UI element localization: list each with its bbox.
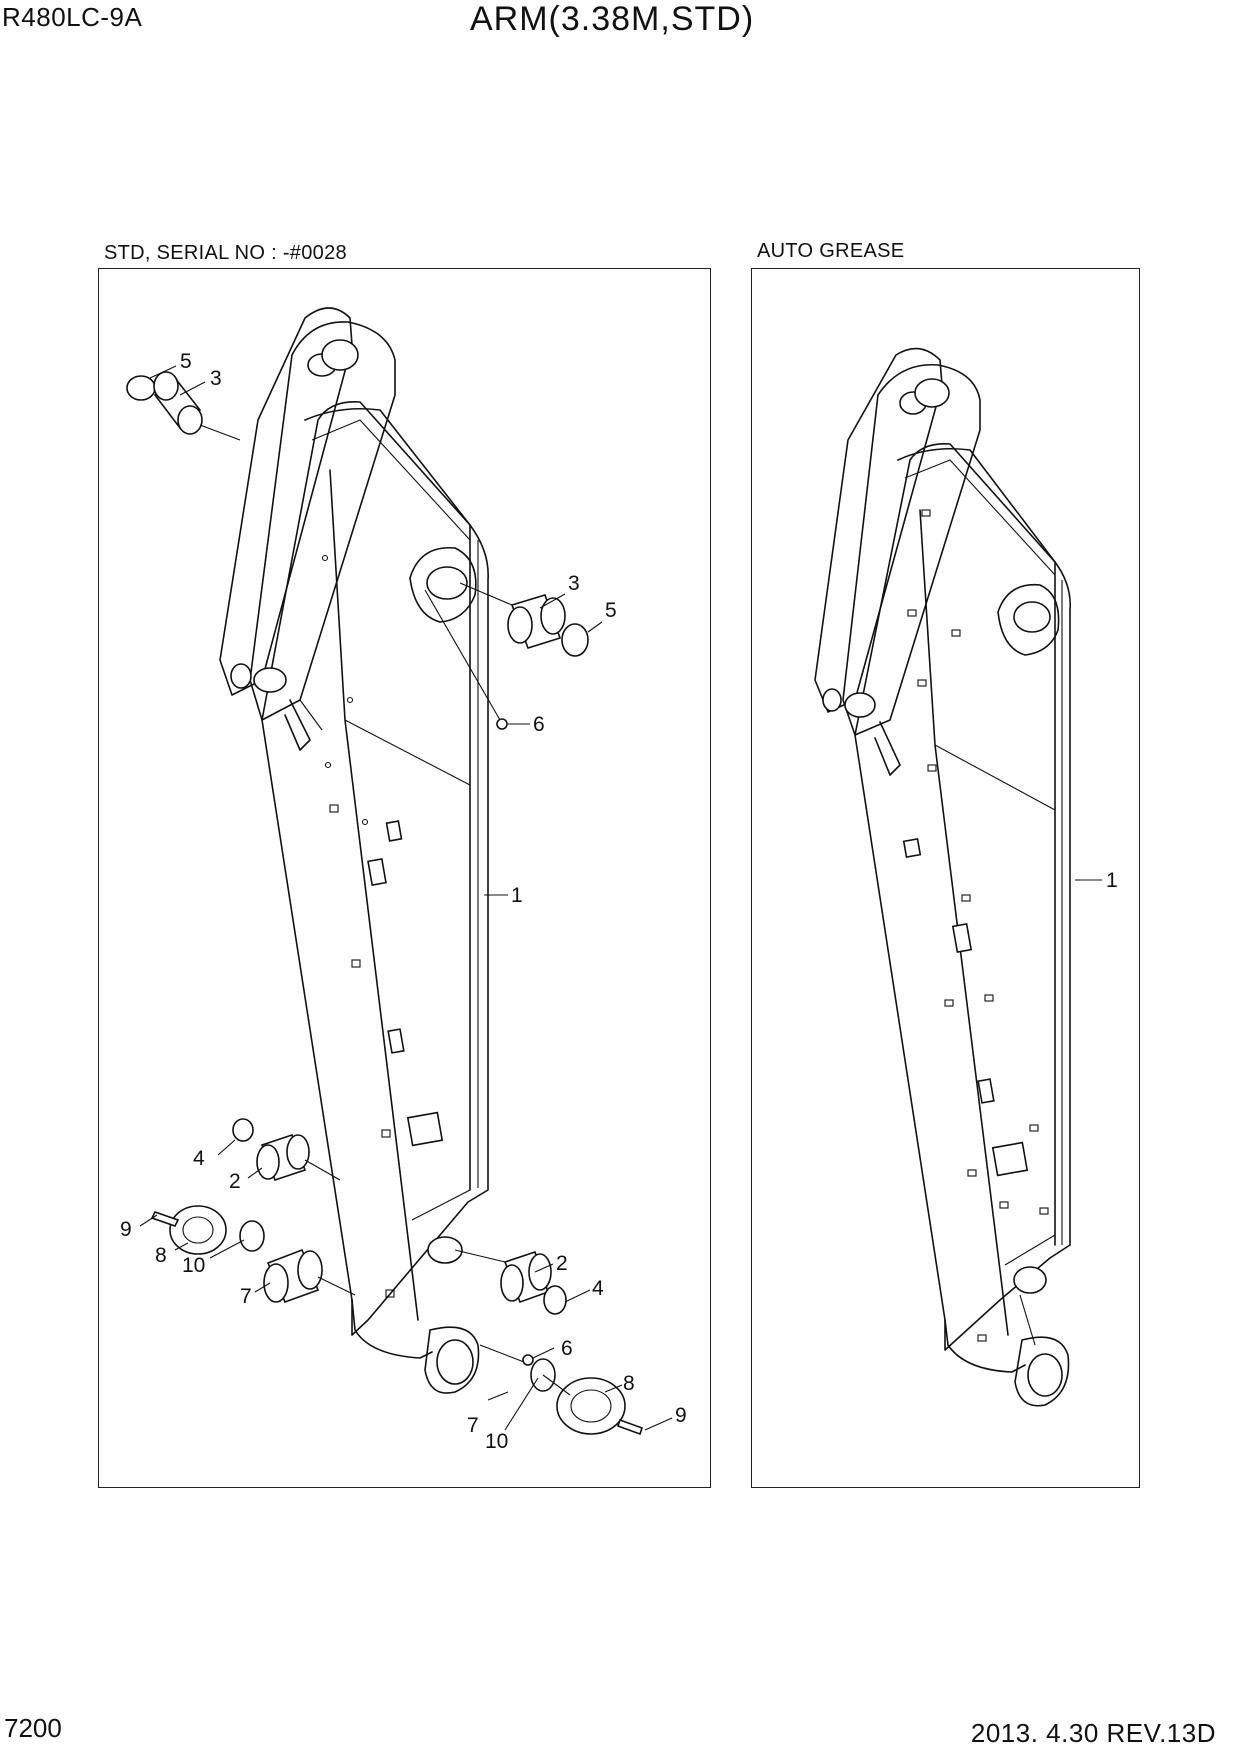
bushing-7 [297, 1250, 323, 1290]
callout-8b: 8 [623, 1372, 635, 1395]
page-number: 7200 [4, 1713, 62, 1743]
callout-9a: 9 [120, 1218, 132, 1241]
right-arm-drawing [814, 347, 1102, 1407]
callout-8a: 8 [155, 1244, 167, 1267]
left-diagram-panel [98, 268, 711, 1488]
callout-10b: 10 [485, 1430, 508, 1453]
callout-5a: 5 [180, 350, 192, 373]
callout-3a: 3 [210, 367, 222, 390]
callout-1a: 1 [511, 884, 523, 907]
callout-6b: 6 [561, 1337, 573, 1360]
callout-3b: 3 [568, 572, 580, 595]
page-title: ARM(3.38M,STD) [470, 0, 755, 38]
revision-date: 2013. 4.30 REV.13D [970, 1718, 1216, 1748]
seal-ring-5-right [561, 623, 589, 657]
callout-4a: 4 [193, 1147, 205, 1170]
callout-6a: 6 [533, 713, 545, 736]
bolt-9 [150, 1211, 180, 1227]
left-arm-drawing [126, 307, 673, 1436]
callout-10a: 10 [182, 1254, 205, 1277]
callout-5b: 5 [605, 599, 617, 622]
callout-7b: 7 [467, 1414, 479, 1437]
callout-labels: 5 3 3 5 6 1 4 2 9 8 10 7 2 4 6 8 9 7 10 … [120, 350, 1118, 1453]
callout-2b: 2 [556, 1252, 568, 1275]
bushing-3-right [540, 597, 566, 635]
callout-9b: 9 [675, 1404, 687, 1427]
right-diagram-panel [751, 268, 1140, 1488]
callout-7a: 7 [240, 1285, 252, 1308]
callout-2a: 2 [229, 1170, 241, 1193]
callout-4b: 4 [592, 1277, 604, 1300]
callout-1b: 1 [1106, 869, 1118, 892]
seal-ring-5 [126, 375, 156, 401]
bushing-3 [177, 405, 203, 435]
shim-plate-8 [169, 1205, 227, 1255]
model-number: R480LC-9A [2, 2, 143, 32]
left-panel-caption: STD, SERIAL NO : -#0028 [104, 242, 347, 264]
bushing-2 [286, 1134, 310, 1170]
right-panel-caption: AUTO GREASE [757, 240, 905, 262]
grease-fitting-6 [496, 718, 508, 730]
